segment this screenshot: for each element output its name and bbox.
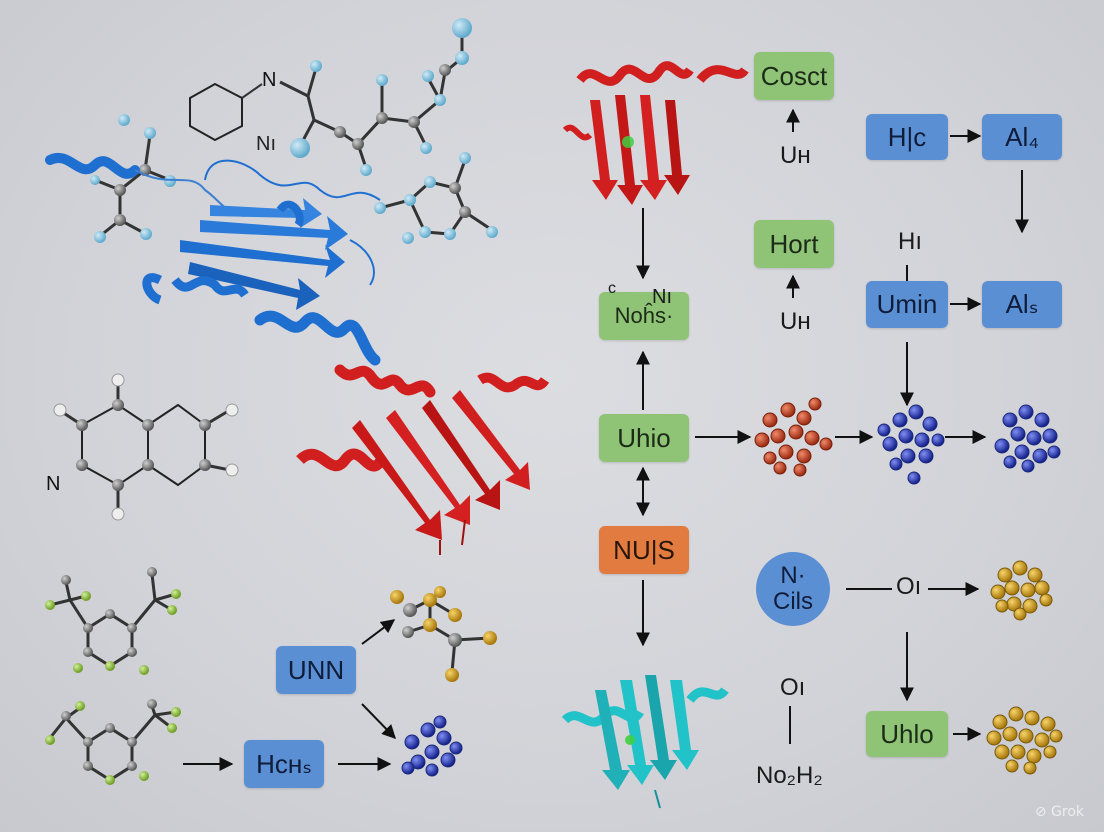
circle-node-bottom-label: Cils [773,588,813,615]
watermark: ⊘ Grok [1034,804,1084,820]
label-n-small: Nı [652,286,672,308]
molecule-icon-ring [379,159,493,236]
label-n-top: N [262,69,276,91]
box-hic: H|c [866,114,948,160]
atom-cluster-icon-red [754,397,833,477]
label-hi: Hı [898,228,922,255]
box-uhio: Uhio [599,414,689,462]
molecule-icon-bottom-left-1 [49,573,177,668]
molecule-icon-left [94,134,171,238]
arrows [183,108,1029,771]
molecule-icon-bicyclic [61,382,231,510]
atom-cluster-icon-gold-bottom [986,706,1063,775]
atoms-bottom-left-1 [45,567,181,675]
label-n-left: N [46,473,60,495]
arrow-icon [361,703,396,740]
protein-ribbon-icon-red-small [562,61,749,205]
label-c-small: c [608,280,616,297]
atom-cluster-icon-navy-bottom [401,715,463,777]
circle-node-top-label: N· [780,561,806,589]
box-cosct: Cosct [754,52,834,100]
label-o1: Oı [896,573,922,600]
label-uh-2: Uʜ [780,308,811,335]
box-al4: Al₄ [982,114,1062,160]
protein-ribbon-icon-blue [45,153,381,366]
atoms-ring [374,152,498,244]
protein-ribbon-icon-red [296,364,550,555]
label-o1-bottom: Oı [780,674,806,701]
box-umin: Umin [866,281,948,328]
atom-cluster-icon-navy-mid [877,404,945,485]
atoms-gold-small [390,586,497,682]
atoms-bicyclic [53,373,239,521]
box-als: Alₛ [982,281,1062,328]
atoms-bottom-left-2 [45,699,181,785]
atoms-top [290,18,472,176]
box-nuis: NU|S [599,526,689,574]
atom-cluster-icon-gold-top [990,560,1053,621]
arrow-icon [361,619,396,645]
box-hort: Hort [754,220,834,268]
protein-ribbon-icon-cyan [561,675,729,809]
box-unn: UNN [276,646,356,694]
label-uh-1: Uʜ [780,142,811,169]
box-nohs: Noĥs· [599,292,689,340]
molecule-icon-gold-small [407,598,491,673]
box-hchs: Hcʜₛ [244,740,324,788]
box-uhlo: Uhlo [866,711,948,757]
circle-node-cils: N· Cils [756,552,830,626]
label-n-sub: Nı [256,133,276,155]
label-no2h2: No₂H₂ [756,762,823,789]
atom-cluster-icon-navy-right [994,404,1061,473]
